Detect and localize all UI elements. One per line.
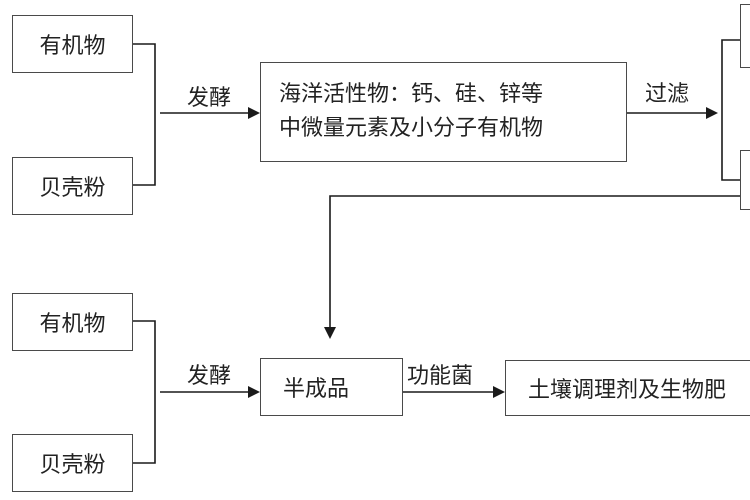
semi-finished-label: 半成品 [283, 377, 350, 402]
top-organic-label: 有机物 [39, 34, 106, 59]
functional-bacteria-label: 功能菌 [407, 364, 474, 389]
top-ferment-label: 发酵 [187, 86, 232, 111]
top-merge-bracket [132, 43, 156, 186]
bottom-shell-powder-label: 贝壳粉 [39, 453, 106, 478]
soil-conditioner-box: 土壤调理剂及生物肥 [505, 360, 750, 416]
semi-finished-box: 半成品 [260, 358, 403, 416]
soil-conditioner-label: 土壤调理剂及生物肥 [528, 378, 727, 403]
filter-output-box-1 [740, 4, 750, 68]
filter-output-box-2 [740, 150, 750, 210]
filter-label: 过滤 [645, 82, 690, 107]
top-shell-powder-box: 贝壳粉 [12, 157, 133, 215]
filter-split-bracket [721, 39, 740, 181]
bottom-organic-label: 有机物 [39, 312, 106, 337]
return-line [324, 195, 750, 339]
marine-active-box: 海洋活性物：钙、硅、锌等 中微量元素及小分子有机物 [260, 62, 627, 162]
top-shell-powder-label: 贝壳粉 [39, 176, 106, 201]
top-organic-box: 有机物 [12, 15, 133, 73]
marine-active-line1: 海洋活性物：钙、硅、锌等 [279, 82, 544, 107]
bottom-shell-powder-box: 贝壳粉 [12, 434, 133, 492]
bottom-organic-box: 有机物 [12, 293, 133, 351]
marine-active-line2: 中微量元素及小分子有机物 [279, 116, 544, 141]
bottom-merge-bracket [132, 320, 156, 464]
bottom-ferment-label: 发酵 [187, 364, 232, 389]
